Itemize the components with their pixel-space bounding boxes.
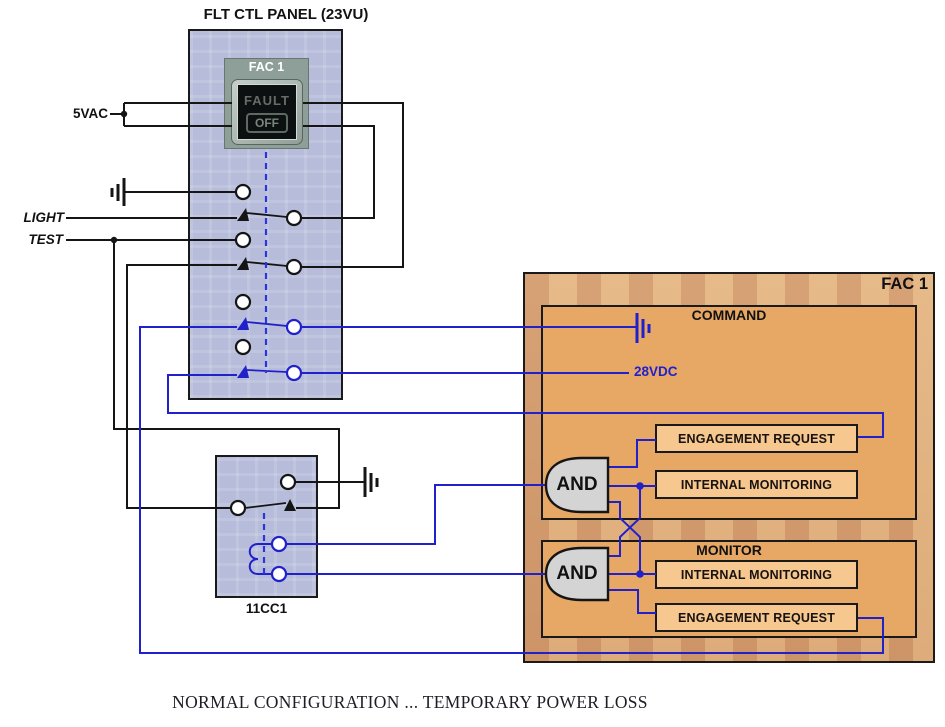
panel-title: FLT CTL PANEL (23VU) bbox=[203, 6, 369, 23]
pushbutton-plate-label: FAC 1 bbox=[248, 60, 285, 74]
ground-icon bbox=[110, 178, 126, 206]
supply-5vac-label: 5VAC bbox=[72, 106, 108, 121]
ground-icon bbox=[363, 467, 379, 497]
command-internal-monitoring-box: INTERNAL MONITORING bbox=[655, 470, 858, 499]
fac1-box-label: FAC 1 bbox=[881, 275, 928, 293]
pushbutton-off-legend: OFF bbox=[237, 113, 297, 133]
monitor-and-gate-label: AND bbox=[556, 563, 598, 584]
light-label: LIGHT bbox=[23, 210, 65, 225]
command-engagement-request-box: ENGAGEMENT REQUEST bbox=[655, 424, 858, 453]
monitor-internal-monitoring-box: INTERNAL MONITORING bbox=[655, 560, 858, 589]
pushbutton-fault-legend: FAULT bbox=[244, 93, 290, 108]
relay-11cc1-box bbox=[215, 455, 318, 598]
figure-caption: NORMAL CONFIGURATION ... TEMPORARY POWER… bbox=[172, 692, 648, 712]
command-and-gate-label: AND bbox=[556, 474, 598, 495]
command-title: COMMAND bbox=[691, 307, 767, 323]
wire-relay-top-to-command-and bbox=[286, 484, 546, 545]
test-label: TEST bbox=[28, 232, 63, 247]
relay-label: 11CC1 bbox=[245, 601, 288, 616]
monitor-engagement-request-box: ENGAGEMENT REQUEST bbox=[655, 603, 858, 632]
dc-28vdc-label: 28VDC bbox=[634, 364, 678, 379]
